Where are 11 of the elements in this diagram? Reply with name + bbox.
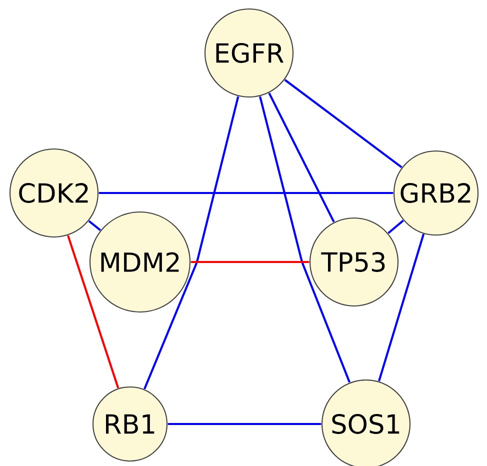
connector-line — [268, 92, 335, 222]
connector-line — [88, 220, 101, 231]
connector-line — [98, 192, 394, 194]
connector-line — [378, 234, 425, 382]
connector-line — [190, 260, 310, 264]
connector-line — [284, 79, 402, 168]
connector-line — [259, 96, 351, 383]
connector-line — [144, 96, 240, 390]
connector-line — [388, 220, 404, 234]
connector-line — [168, 422, 322, 426]
connector-line — [67, 235, 120, 388]
